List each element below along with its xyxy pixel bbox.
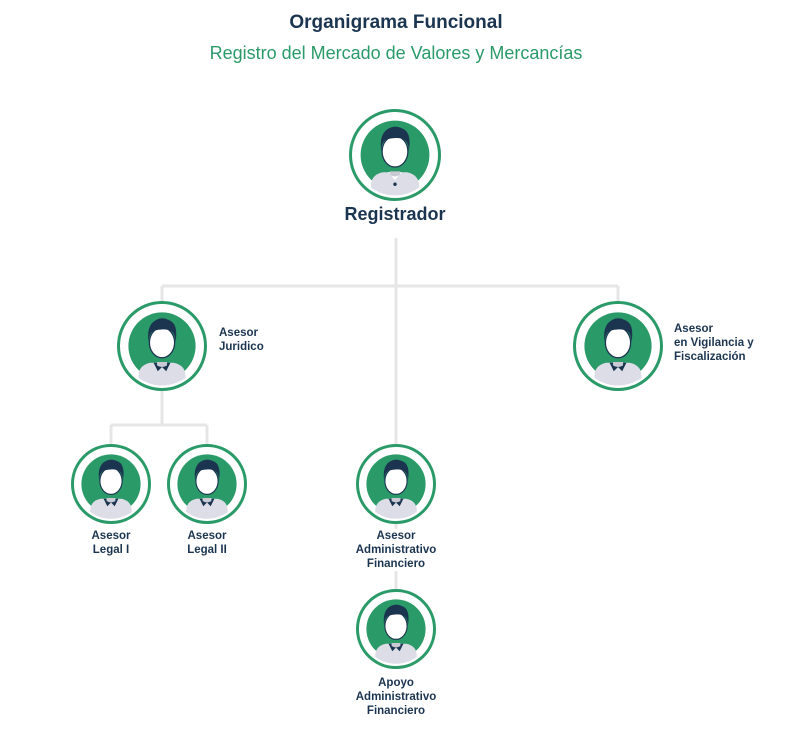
administrativo-avatar [356, 444, 436, 524]
chart-title: Organigrama Funcional [289, 12, 503, 33]
person-icon [584, 312, 652, 386]
vigilancia-label-line-1: Asesor [674, 323, 713, 335]
vigilancia-avatar [573, 301, 663, 391]
person-icon [366, 599, 426, 664]
registrador-label: Registrador [315, 203, 475, 225]
vigilancia-label-line-2: en Vigilancia y [674, 337, 754, 349]
juridico-avatar [117, 301, 207, 391]
administrativo-label-line-1: Asesor [376, 530, 416, 542]
legal1-label-line-2: Legal I [92, 544, 130, 556]
apoyo-label-line-1: Apoyo [378, 677, 414, 689]
apoyo-avatar [356, 589, 436, 669]
vigilancia-label: Asesor en Vigilancia y Fiscalización [674, 322, 754, 364]
person-icon [366, 454, 426, 519]
apoyo-label: Apoyo Administrativo Financiero [326, 676, 466, 718]
apoyo-label-line-2: Administrativo [355, 691, 437, 703]
apoyo-label-line-3: Financiero [366, 705, 426, 717]
administrativo-label-line-3: Financiero [366, 558, 426, 570]
vigilancia-label-line-3: Fiscalización [674, 351, 746, 363]
administrativo-label: Asesor Administrativo Financiero [326, 529, 466, 571]
registrador-label-line-1: Registrador [344, 204, 446, 224]
legal2-label-line-2: Legal II [187, 544, 227, 556]
chart-subtitle: Registro del Mercado de Valores y Mercan… [209, 43, 583, 63]
legal2-avatar [167, 444, 247, 524]
legal1-avatar [71, 444, 151, 524]
legal1-label-line-1: Asesor [91, 530, 131, 542]
juridico-label: Asesor Juridico [219, 326, 264, 354]
person-icon [177, 454, 237, 519]
legal2-label: Asesor Legal II [157, 529, 257, 557]
juridico-label-line-2: Juridico [219, 341, 264, 353]
registrador-avatar [349, 109, 441, 201]
juridico-label-line-1: Asesor [219, 327, 258, 339]
legal2-label-line-1: Asesor [187, 530, 227, 542]
administrativo-label-line-2: Administrativo [355, 544, 437, 556]
person-icon [81, 454, 141, 519]
person-icon [360, 120, 430, 196]
legal1-label: Asesor Legal I [61, 529, 161, 557]
person-icon [128, 312, 196, 386]
